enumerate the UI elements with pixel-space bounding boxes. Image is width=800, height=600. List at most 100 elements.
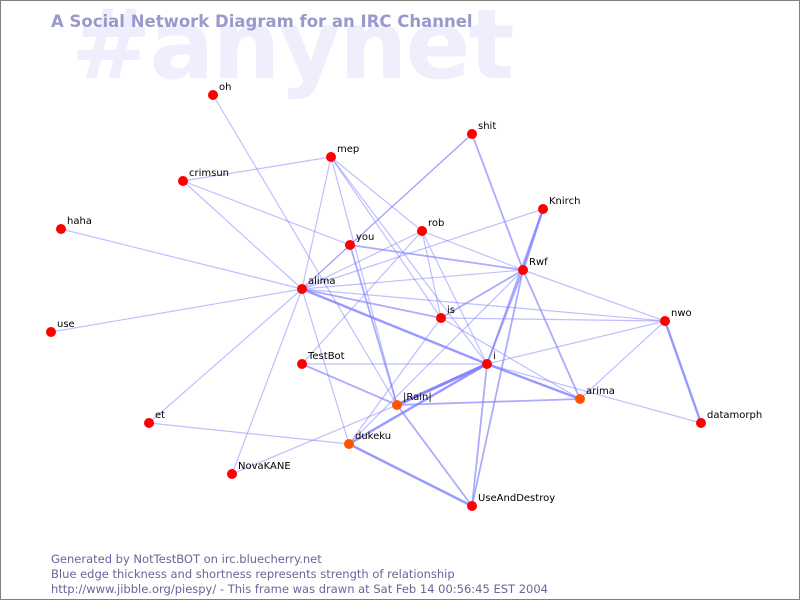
edge-rob-is (421, 230, 442, 319)
edge-crimsun-you (182, 180, 351, 246)
edge-is-nwo (440, 317, 666, 322)
node-oh: oh (208, 82, 231, 100)
node-label: NovaKANE (238, 461, 291, 472)
edge-et-dukeku (148, 422, 350, 445)
edge-TestBot-Rain (301, 363, 398, 406)
node-dot (436, 313, 446, 323)
node-rob: rob (417, 218, 444, 236)
edge-mep-crimsun (182, 156, 332, 182)
node-dot (208, 90, 218, 100)
node-label: nwo (671, 308, 692, 319)
edge-alima-is (301, 288, 442, 319)
node-label: oh (219, 82, 231, 93)
channel-watermark: #anynet (71, 0, 514, 101)
edge-nwo-datamorph (663, 320, 703, 424)
node-label: Rwf (529, 257, 548, 268)
edge-Rwf-alima (301, 269, 524, 290)
node-dot (660, 316, 670, 326)
node-you: you (345, 232, 374, 250)
node-dot (345, 240, 355, 250)
edge-Rain-arima (396, 398, 581, 406)
node-label: you (356, 232, 374, 243)
edge-you-alima (301, 244, 351, 290)
node-UseAndDestroy: UseAndDestroy (467, 493, 555, 511)
node-label: et (155, 410, 165, 421)
node-dot (46, 327, 56, 337)
node-label: crimsun (189, 168, 229, 179)
node-dot (575, 394, 585, 404)
edge-Rwf-is (440, 269, 524, 319)
edge-mep-is (330, 156, 442, 319)
node-label: |Rain| (403, 392, 432, 403)
edge-i-arima (486, 362, 581, 401)
edge-nwo-arima (579, 320, 666, 400)
edge-oh-Rain (212, 94, 398, 406)
node-label: arima (586, 386, 615, 397)
diagram-title: A Social Network Diagram for an IRC Chan… (51, 12, 473, 31)
edge-Knirch-alima (301, 208, 544, 290)
node-label: haha (67, 216, 92, 227)
node-nwo: nwo (660, 308, 692, 326)
node-label: datamorph (707, 410, 762, 421)
footer-timestamp: http://www.jibble.org/piespy/ - This fra… (51, 582, 548, 596)
node-dot (467, 501, 477, 511)
node-dot (326, 152, 336, 162)
node-dot (518, 265, 528, 275)
node-dot (538, 204, 548, 214)
node-arima: arima (575, 386, 615, 404)
edge-rob-i (421, 230, 488, 365)
edge-mep-rob (330, 156, 423, 232)
node-label: shit (478, 121, 496, 132)
node-Rwf: Rwf (518, 257, 548, 275)
node-label: Knirch (549, 196, 580, 207)
node-label: is (447, 305, 455, 316)
edge-i-nwo (486, 320, 666, 365)
footer-legend-note: Blue edge thickness and shortness repres… (51, 567, 455, 581)
node-dukeku: dukeku (344, 431, 391, 449)
node-label: TestBot (307, 351, 345, 362)
edge-you-Rain (349, 244, 398, 406)
node-i: i (482, 351, 496, 369)
footer: Generated by NotTestBOT on irc.bluecherr… (51, 552, 548, 597)
node-label: mep (337, 144, 359, 155)
node-mep: mep (326, 144, 359, 162)
edge-Rwf-UseAndDestroy (471, 269, 524, 507)
node-dot (178, 176, 188, 186)
edge-Rwf-arima (522, 269, 581, 400)
edge-i-UseAndDestroy (471, 363, 488, 507)
edges-layer (50, 94, 703, 508)
edge-Rwf-nwo (522, 269, 666, 322)
node-haha: haha (56, 216, 92, 234)
node-label: rob (428, 218, 444, 229)
node-dot (227, 469, 237, 479)
edge-alima-nwo (301, 288, 666, 322)
node-TestBot: TestBot (297, 351, 345, 369)
edge-alima-dukeku (301, 288, 350, 445)
edge-i-datamorph (486, 363, 702, 424)
node-dot (696, 418, 706, 428)
node-label: alima (308, 276, 336, 287)
node-label: dukeku (355, 431, 391, 442)
node-dot (297, 284, 307, 294)
node-datamorph: datamorph (696, 410, 762, 428)
edge-rob-alima (301, 230, 423, 290)
node-crimsun: crimsun (178, 168, 229, 186)
edge-Rwf-dukeku (348, 269, 524, 445)
edge-i-Rain (396, 362, 488, 407)
node-Rain: |Rain| (392, 392, 432, 410)
edge-alima-et (148, 288, 303, 424)
edge-Rain-UseAndDestroy (396, 404, 473, 507)
node-label: use (57, 319, 75, 330)
edge-dukeku-UseAndDestroy (348, 442, 473, 508)
edge-you-Rwf (349, 244, 524, 271)
edge-mep-alima (301, 156, 332, 290)
node-dot (482, 359, 492, 369)
edge-rob-Rwf (421, 230, 524, 271)
node-Knirch: Knirch (538, 196, 580, 214)
edge-Rain-NovaKANE (231, 404, 398, 475)
edge-haha-alima (60, 228, 303, 290)
edge-mep-Rain (330, 156, 398, 406)
